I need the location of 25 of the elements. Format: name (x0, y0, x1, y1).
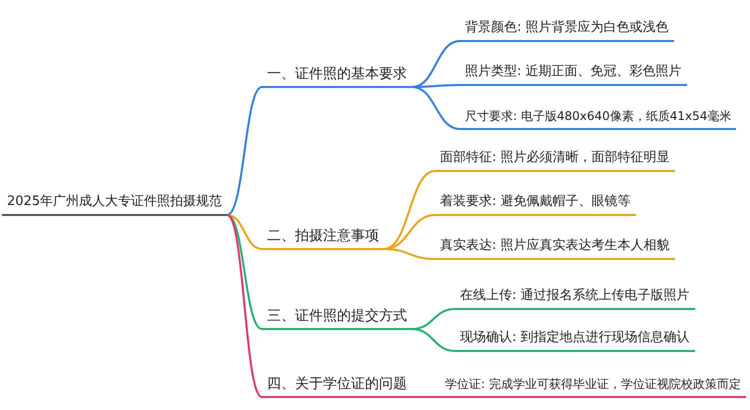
topic-label: 一、证件照的基本要求 (262, 65, 412, 88)
connector-line (412, 86, 460, 130)
root-topic: 2025年广州成人大专证件照拍摄规范 (2, 193, 228, 216)
topic-label: 在线上传: 通过报名系统上传电子版照片 (455, 287, 695, 310)
connector-line (384, 170, 436, 250)
topic-label: 着装要求: 避免佩戴帽子、眼镜等 (435, 193, 636, 216)
topic-label: 现场确认: 到指定地点进行现场信息确认 (455, 329, 695, 352)
topic-label: 照片类型: 近期正面、免冠、彩色照片 (460, 63, 687, 86)
connector-line (226, 214, 262, 330)
connector-line (412, 328, 456, 352)
connector-line (226, 214, 263, 398)
topic-label: 真实表达: 照片应真实表达考生本人相貌 (435, 237, 675, 260)
topic-label: 背景颜色: 照片背景应为白色或浅色 (460, 19, 674, 42)
connector-line (226, 214, 262, 250)
connector-line (226, 86, 263, 216)
connector-line (412, 40, 460, 88)
topic-label: 四、关于学位证的问题 (262, 375, 412, 398)
topic-label: 学位证: 完成学业可获得毕业证，学位证视院校政策而定 (440, 375, 746, 398)
connector-line (412, 84, 460, 88)
topic-label: 三、证件照的提交方式 (262, 307, 412, 330)
topic-label: 二、拍摄注意事项 (262, 227, 384, 250)
connector-line (412, 396, 440, 398)
connector-line (384, 248, 436, 260)
topic-label: 面部特征: 照片必须清晰，面部特征明显 (435, 149, 675, 172)
topic-label: 尺寸要求: 电子版480x640像素，纸质41x54毫米 (460, 107, 736, 130)
